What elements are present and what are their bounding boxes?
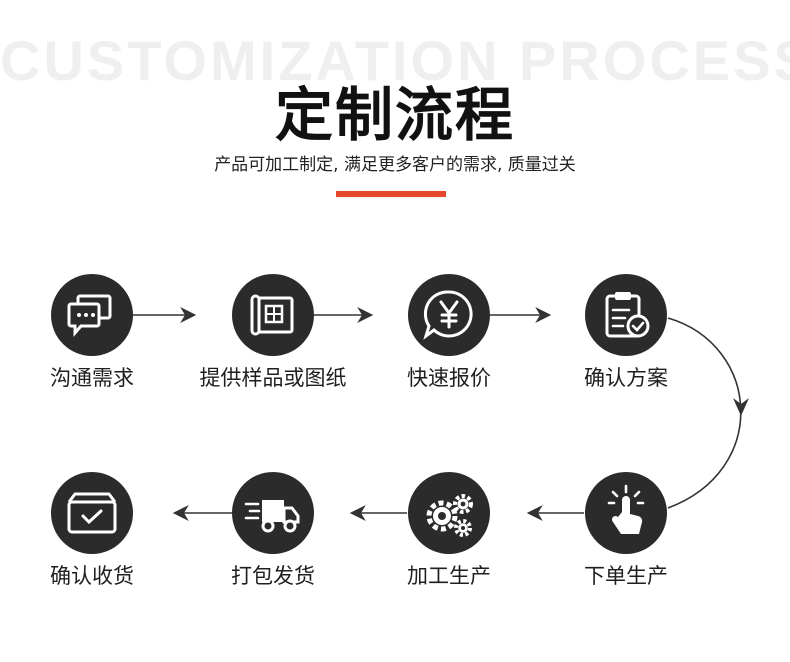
page-subtitle: 产品可加工制定, 满足更多客户的需求, 质量过关	[214, 155, 576, 175]
click-hand-icon	[607, 484, 645, 534]
step-label-7: 打包发货	[231, 564, 315, 588]
step-circle-3	[408, 274, 490, 356]
chat-icon	[67, 294, 112, 338]
box-check-icon	[67, 492, 117, 534]
accent-divider	[336, 191, 446, 197]
clipboard-check-icon	[605, 292, 650, 338]
delivery-truck-icon	[244, 500, 300, 533]
step-label-4: 确认方案	[584, 366, 668, 390]
step-label-8: 确认收货	[50, 564, 134, 588]
step-label-2: 提供样品或图纸	[199, 366, 347, 390]
step-circle-6	[408, 472, 490, 554]
arrow-4-5	[667, 317, 742, 509]
gears-icon	[426, 494, 473, 537]
step-circle-8	[51, 472, 133, 554]
yuan-bubble-icon	[423, 290, 473, 340]
step-circle-4	[585, 274, 667, 356]
blueprint-icon	[250, 294, 294, 336]
step-label-3: 快速报价	[407, 366, 491, 390]
step-label-5: 下单生产	[584, 564, 668, 588]
step-circle-1	[51, 274, 133, 356]
step-label-1: 沟通需求	[50, 366, 134, 390]
step-circle-2	[232, 274, 314, 356]
page-title: 定制流程	[274, 81, 515, 149]
background-title: CUSTOMIZATION PROCESS	[0, 29, 790, 92]
step-label-6: 加工生产	[407, 564, 491, 588]
arrow-4-5-head	[733, 398, 749, 416]
step-circle-7	[232, 472, 314, 554]
step-circle-5	[585, 472, 667, 554]
